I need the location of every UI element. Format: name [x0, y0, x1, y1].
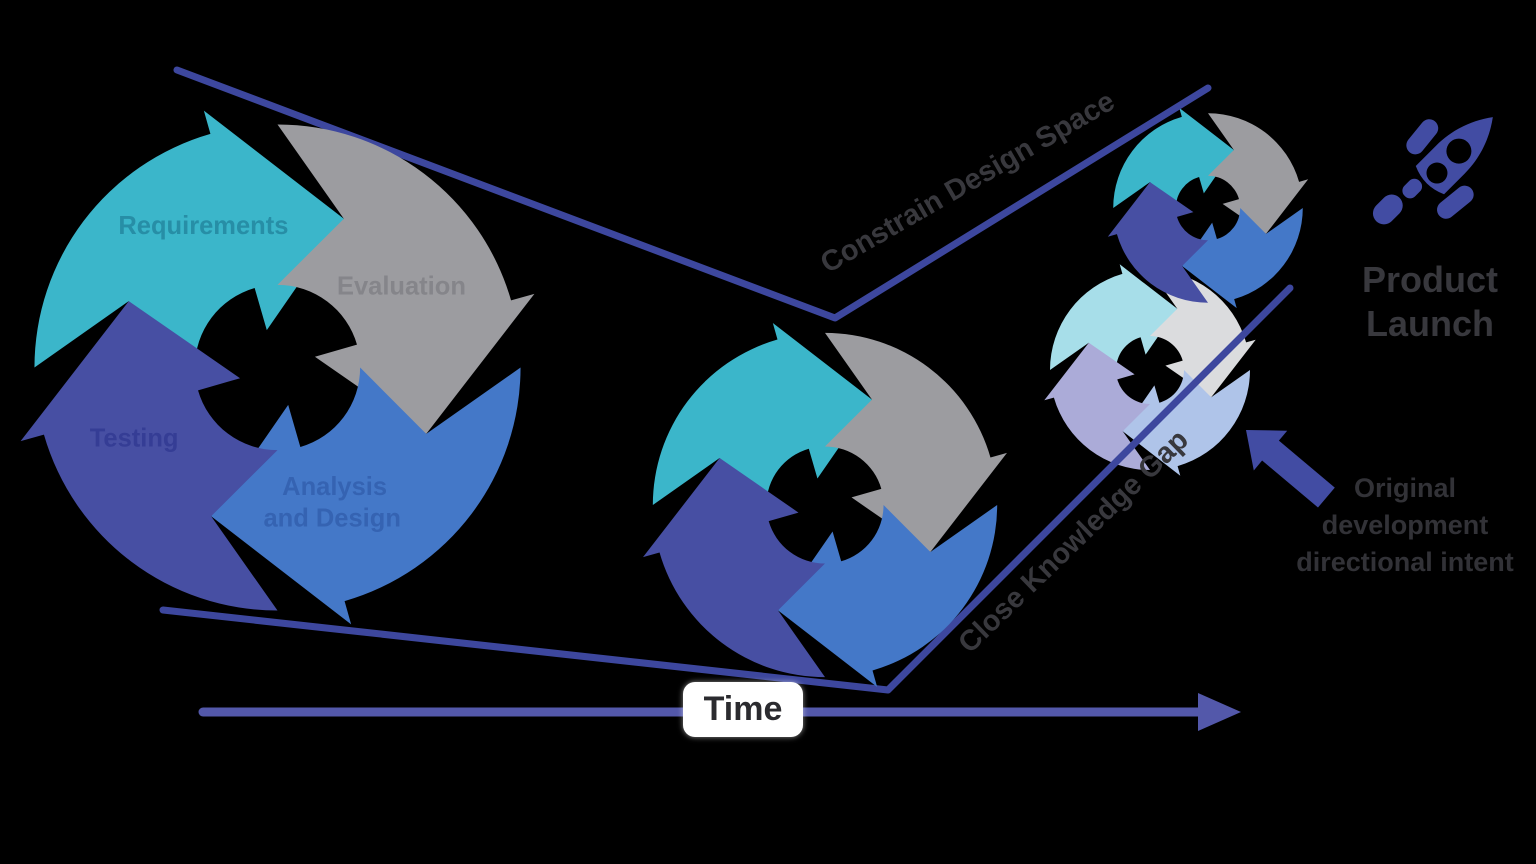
middle-cycle-arrow-analysis [777, 505, 998, 687]
product-launch-caption: Product Launch [1330, 258, 1530, 346]
middle-cycle-arrow-evaluation [825, 332, 1007, 553]
small-cycle-arrow-requirements [1113, 107, 1234, 208]
evaluation-label: Evaluation [337, 273, 466, 301]
time-axis-arrowhead-icon [1198, 693, 1241, 731]
rocket-window-upper [1446, 138, 1472, 164]
small-cycle-arrow-analysis [1182, 208, 1303, 309]
original-intent-line3: directional intent [1296, 547, 1514, 577]
rocket-icon [1372, 117, 1493, 225]
small-cycle-arrow-evaluation [1208, 113, 1309, 234]
middle-iteration-cycle [643, 323, 1007, 687]
analysis-design-label-line1: Analysis [282, 473, 387, 501]
original-intent-caption: Original development directional intent [1265, 470, 1536, 581]
large-iteration-cycle: Requirements Evaluation Testing Analysis… [20, 110, 535, 625]
rocket-nozzle [1402, 178, 1423, 199]
faded-cycle-arrow-bottom-left [1044, 342, 1150, 470]
large-cycle-arrow-requirements [34, 110, 344, 368]
faded-iteration-cycle [1044, 264, 1256, 476]
testing-label: Testing [90, 424, 179, 452]
product-launch-line1: Product [1361, 259, 1498, 300]
faded-cycle-arrow-top-right [1150, 270, 1256, 398]
original-intent-line1: Original [1353, 473, 1456, 503]
middle-cycle-arrow-testing [643, 457, 825, 678]
small-iteration-cycle [1107, 107, 1309, 309]
rocket-flame [1372, 194, 1403, 225]
original-intent-line2: development [1321, 510, 1489, 540]
faded-cycle-arrow-top-left [1050, 264, 1178, 370]
large-cycle-arrow-evaluation [277, 124, 535, 434]
large-cycle-arrow-testing [20, 301, 278, 611]
requirements-label: Requirements [118, 212, 288, 240]
rocket-fin-right [1437, 185, 1474, 219]
analysis-design-label-line2: and Design [263, 505, 400, 533]
rocket-window-lower [1426, 162, 1448, 184]
faded-cycle-arrow-bottom-right [1122, 370, 1250, 476]
close-knowledge-gap-line [159, 284, 1294, 694]
middle-cycle-arrow-requirements [652, 323, 873, 505]
constrain-design-space-line [173, 66, 1212, 322]
up-left-block-arrow-icon [1246, 430, 1335, 508]
large-cycle-arrow-analysis [211, 367, 521, 625]
rocket-fin-left [1406, 119, 1439, 155]
time-axis-label-box: Time [683, 682, 803, 737]
time-axis-label: Time [703, 690, 783, 728]
product-launch-line2: Launch [1365, 303, 1494, 344]
small-cycle-arrow-testing [1107, 182, 1208, 303]
